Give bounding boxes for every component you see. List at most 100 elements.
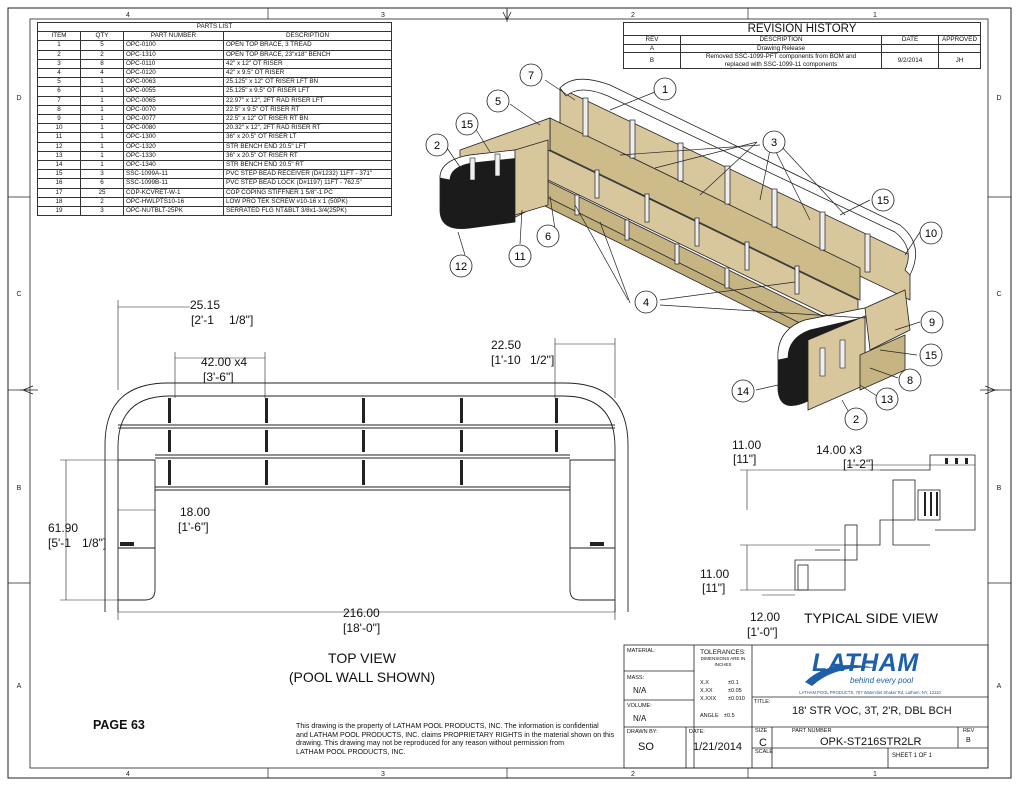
balloon-15b xyxy=(871,188,895,212)
balloon-15a xyxy=(455,112,479,136)
balloon-13 xyxy=(875,387,899,411)
qty-cell: 1 xyxy=(80,123,124,134)
drawn-by-label: DRAWN BY: xyxy=(627,729,658,735)
revision-history: REVISION HISTORY REV DESCRIPTION DATE AP… xyxy=(623,22,981,69)
item-cell: 14 xyxy=(37,160,81,171)
description-cell: LOW PRO TEK SCREW #10-16 x 1 (50PK) xyxy=(223,196,392,208)
material-label: MATERIAL: xyxy=(627,648,656,654)
item-cell: 15 xyxy=(37,169,81,180)
balloon-9-label: 9 xyxy=(929,317,935,329)
item-cell: 16 xyxy=(37,178,81,189)
dim-216-ft: [18'-0"] xyxy=(343,621,380,635)
angle-label: ANGLE xyxy=(700,713,719,719)
dim-side-12: 12.00 xyxy=(750,610,780,624)
item-cell: 3 xyxy=(37,58,81,70)
qty-cell: 3 xyxy=(80,169,124,180)
tol-xx-v: ±0.05 xyxy=(728,688,742,694)
description-cell: PVC STEP BEAD LOCK (D#1197) 11FT - 762.5… xyxy=(223,178,392,189)
description-cell: SERRATED FLG NT&BLT 3/8x1-3/4(25PK) xyxy=(223,206,392,217)
top-view-title-line2: (POOL WALL SHOWN) xyxy=(289,669,435,685)
qty-cell: 1 xyxy=(80,104,124,116)
zone-bot-4: 4 xyxy=(126,771,130,778)
qty-cell: 5 xyxy=(80,40,124,51)
item-cell: 18 xyxy=(37,196,81,208)
item-cell: 6 xyxy=(37,86,81,97)
balloon-3 xyxy=(762,130,786,154)
side-view-dimensions xyxy=(740,464,975,596)
dim-61-90-ft: [5'-1 xyxy=(48,536,71,550)
part-number-cell: OPC-0055 xyxy=(123,86,224,97)
zone-top-3: 3 xyxy=(381,12,385,19)
dim-side-11-a-ft: [11"] xyxy=(733,452,756,466)
disclaimer-line-4: LATHAM POOL PRODUCTS, INC. xyxy=(296,747,406,756)
volume-value: N/A xyxy=(633,714,647,723)
disclaimer-line-1: This drawing is the property of LATHAM P… xyxy=(296,722,599,730)
mass-value: N/A xyxy=(633,686,647,695)
dim-18-00: 18.00 xyxy=(180,505,210,519)
balloon-13-label: 13 xyxy=(881,394,893,406)
description-cell: 22.97" x 12", 2FT RAD RISER LFT xyxy=(223,95,392,106)
description-cell: 42" x 9.5" OT RISER xyxy=(223,68,392,79)
rev-col-date: DATE xyxy=(881,35,939,45)
part-number-cell: COP-KCVRET-W-1 xyxy=(123,187,224,198)
balloon-2a xyxy=(425,133,449,157)
item-cell: 2 xyxy=(37,49,81,60)
item-cell: 4 xyxy=(37,68,81,79)
rev-b-approved: JH xyxy=(938,52,981,69)
rev-b-desc-2: replaced with SSC-1099-11 components xyxy=(724,60,838,68)
qty-cell: 1 xyxy=(80,132,124,143)
title-label: TITLE: xyxy=(754,699,771,705)
rev-col-approved: APPROVED xyxy=(938,35,981,45)
tolerances: TOLERANCES: DIMENSIONS ARE IN INCHES xyxy=(695,649,751,668)
qty-cell: 1 xyxy=(80,86,124,97)
description-cell: OPEN TOP BRACE, 23"x18" BENCH xyxy=(223,49,392,60)
item-cell: 5 xyxy=(37,77,81,88)
part-number-cell: OPC-0063 xyxy=(123,77,224,88)
description-cell: 42" x 12" OT RISER xyxy=(223,58,392,70)
description-cell: STR BENCH END 20.5" LFT xyxy=(223,141,392,152)
col-part-number: PART NUMBER xyxy=(123,31,224,42)
zone-bot-2: 2 xyxy=(631,771,635,778)
rev-a-approved xyxy=(938,43,981,53)
logo-tagline: behind every pool xyxy=(850,676,913,685)
disclaimer-line-2: and LATHAM POOL PRODUCTS, INC. claims PR… xyxy=(296,730,615,739)
col-qty: QTY xyxy=(80,31,124,42)
parts-list-title: PARTS LIST xyxy=(37,21,392,33)
dim-side-11-b-ft: [11"] xyxy=(702,581,725,595)
top-view-braces xyxy=(120,398,604,546)
part-number-cell: OPC-NUTBLT-25PK xyxy=(123,206,224,217)
dim-side-12-ft: [1'-0"] xyxy=(747,625,778,639)
item-cell: 9 xyxy=(37,114,81,125)
part-number-cell: OPC-0110 xyxy=(123,58,224,70)
description-cell: 25.125" x 9.5" OT RISER LFT xyxy=(223,86,392,97)
rev-row-b: B Removed SSC-1099-PFT components from B… xyxy=(623,52,981,69)
drawn-by-value: SO xyxy=(638,741,654,753)
part-number-cell: OPC-0065 xyxy=(123,95,224,106)
balloon-15c xyxy=(919,343,943,367)
balloon-11 xyxy=(508,244,532,268)
balloon-7-label: 7 xyxy=(528,70,534,82)
qty-cell: 1 xyxy=(80,160,124,171)
balloon-15c-label: 15 xyxy=(925,350,937,362)
qty-cell: 6 xyxy=(80,178,124,189)
disclaimer: This drawing is the property of LATHAM P… xyxy=(296,722,626,756)
zone-labels: 4 3 2 1 4 3 2 1 D C B A D C B A xyxy=(16,12,1001,778)
dim-216: 216.00 xyxy=(343,606,380,620)
zone-left-d: D xyxy=(16,95,21,102)
rev-col-rev: REV xyxy=(623,35,681,45)
center-marks xyxy=(20,9,998,395)
zone-top-4: 4 xyxy=(126,12,130,19)
dim-side-11-a: 11.00 xyxy=(732,438,761,452)
zone-top-1: 1 xyxy=(873,12,877,19)
latham-logo: LATHAM behind every pool xyxy=(805,649,919,686)
